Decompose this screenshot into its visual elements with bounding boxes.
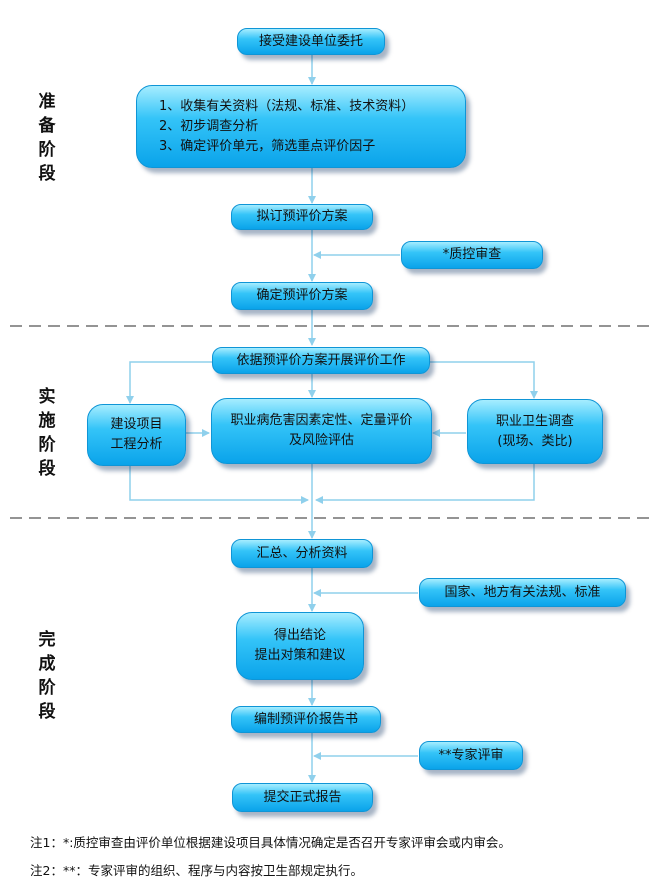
node-line: 职业病危害因素定性、定量评价 [230,413,413,428]
node-submit-report: 提交正式报告 [232,783,373,812]
node-line: 工程分析 [110,437,163,452]
node-compile-report: 编制预评价报告书 [231,706,381,733]
node-line: 及风险评估 [288,433,354,448]
stage-label-preparation: 准 备 阶 段 [36,90,58,186]
stage-char: 成 [38,654,56,674]
node-draft-plan: 拟订预评价方案 [231,204,373,230]
node-line: 2、初步调查分析 [159,118,259,134]
stage-label-implementation: 实 施 阶 段 [36,385,58,481]
node-line: 1、收集有关资料（法规、标准、技术资料） [159,98,415,114]
node-expert-review: **专家评审 [419,741,523,770]
node-execute-evaluation: 依据预评价方案开展评价工作 [212,347,430,374]
node-confirm-plan: 确定预评价方案 [231,282,373,310]
stage-char: 段 [38,702,56,722]
stage-label-completion: 完 成 阶 段 [36,628,58,724]
stage-char: 阶 [38,140,56,160]
node-regulations: 国家、地方有关法规、标准 [419,578,626,607]
arrow [430,361,538,399]
node-collect-materials: 1、收集有关资料（法规、标准、技术资料） 2、初步调查分析 3、确定评价单元，筛… [136,85,466,168]
node-qc-review: *质控审查 [401,241,543,269]
stage-char: 准 [38,92,56,112]
node-accept-commission: 接受建设单位委托 [237,28,385,55]
node-conclusion: 得出结论 提出对策和建议 [236,612,364,680]
stage-char: 段 [38,459,56,479]
footnote-1: 注1：*:质控审查由评价单位根据建设项目具体情况确定是否召开专家评审会或内审会。 [30,835,511,850]
stage-char: 阶 [38,678,56,698]
stage-char: 完 [38,630,56,650]
stage-char: 施 [38,411,56,431]
node-line: 得出结论 [273,628,326,643]
node-summarize-data: 汇总、分析资料 [231,539,373,568]
node-project-analysis: 建设项目 工程分析 [87,404,186,466]
node-health-survey: 职业卫生调查 (现场、类比) [467,399,603,464]
stage-char: 阶 [38,435,56,455]
stage-char: 实 [38,387,56,407]
node-line: 提出对策和建议 [254,648,346,663]
node-line: (现场、类比) [497,433,573,449]
node-line: 职业卫生调查 [495,413,574,429]
stage-char: 段 [38,164,56,184]
arrow [129,466,309,504]
node-hazard-evaluation: 职业病危害因素定性、定量评价 及风险评估 [211,398,432,464]
stage-char: 备 [38,116,56,136]
node-line: 建设项目 [110,417,163,432]
arrow [126,361,212,404]
arrow [315,464,535,504]
node-line: 3、确定评价单元，筛选重点评价因子 [159,138,376,154]
footnote-2: 注2：**：专家评审的组织、程序与内容按卫生部规定执行。 [30,863,363,878]
